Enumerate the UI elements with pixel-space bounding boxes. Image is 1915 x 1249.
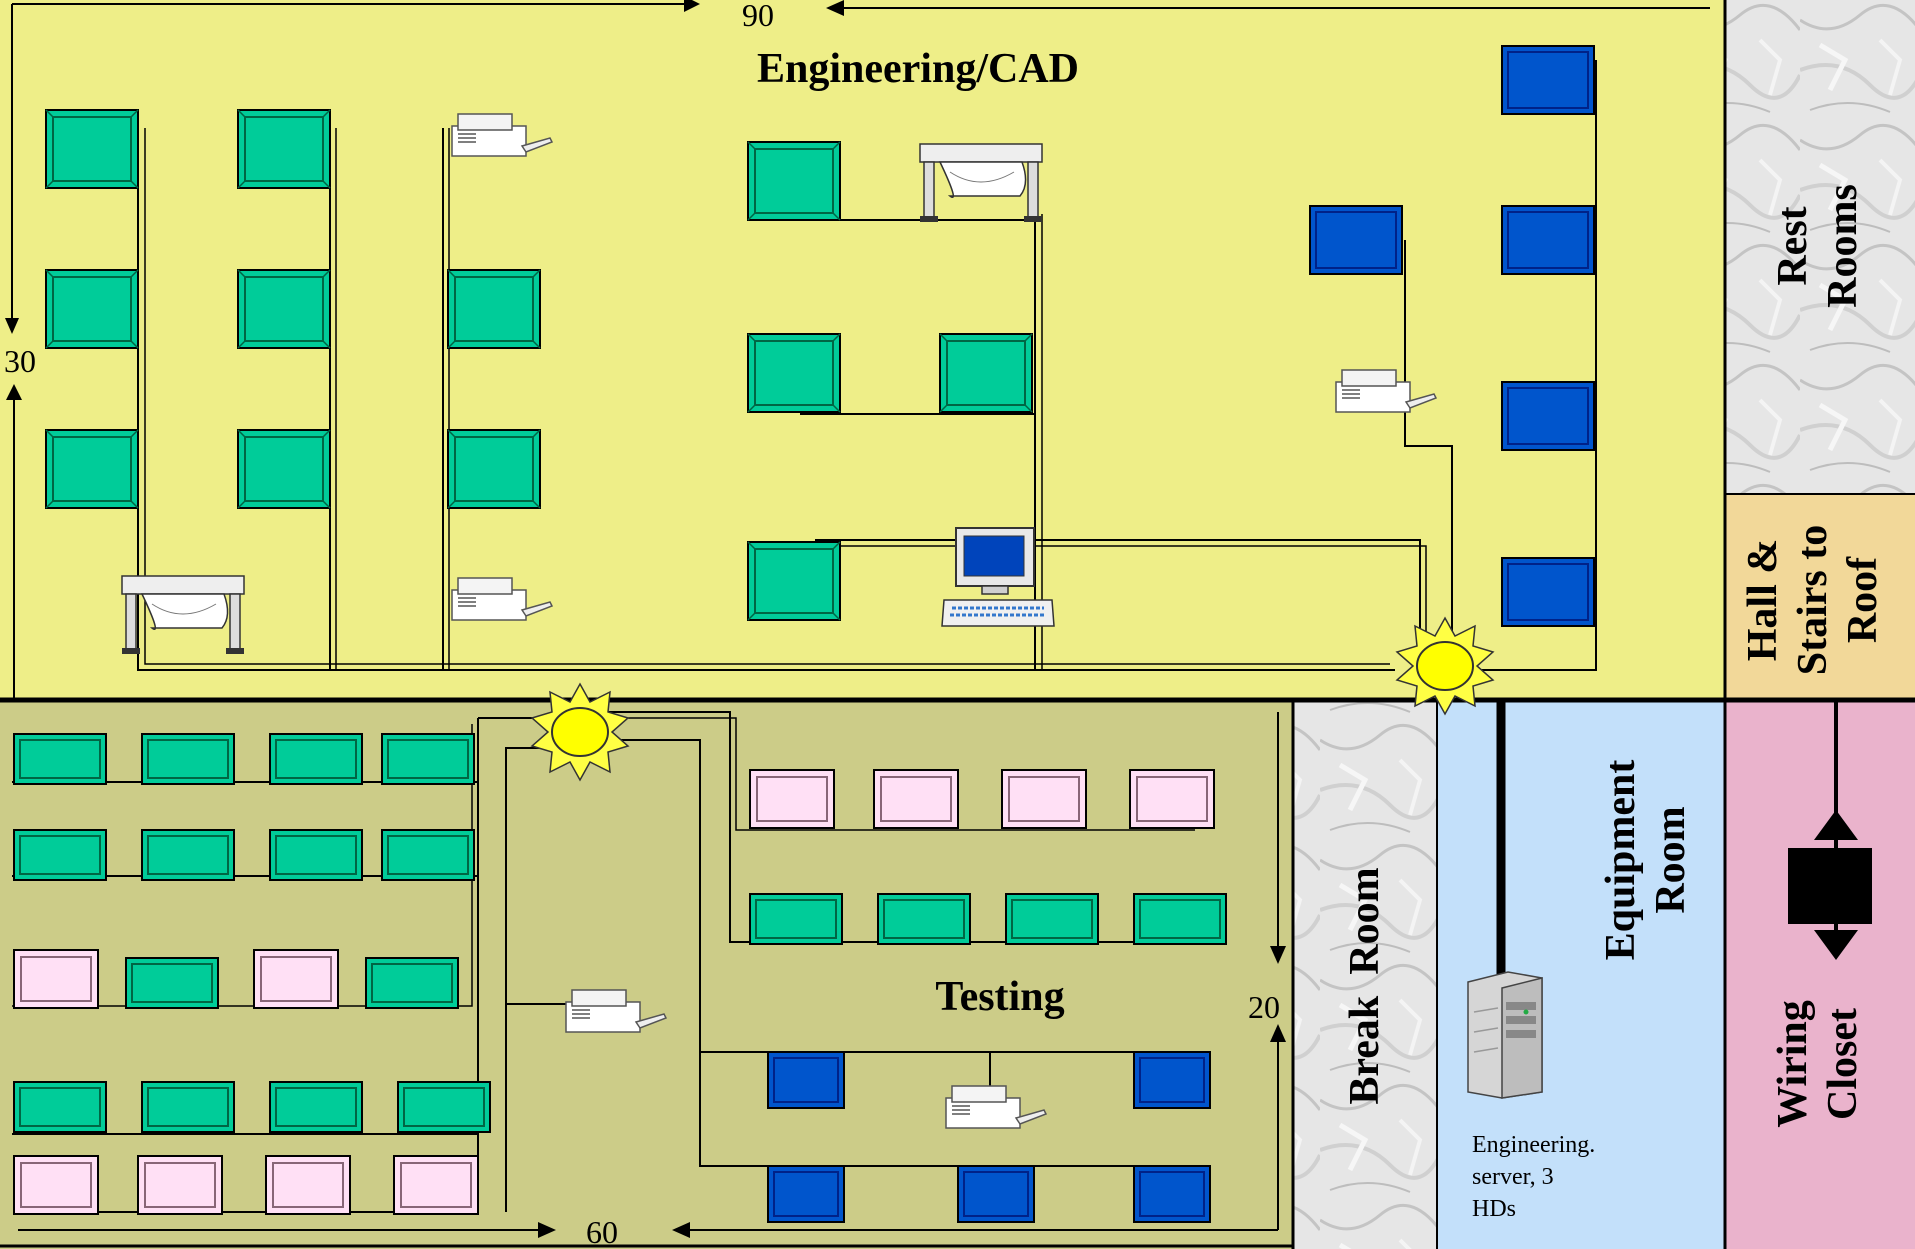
hall-label-line-2: Stairs to <box>1790 525 1836 676</box>
rest-rooms-label-line-1: Rest <box>1770 206 1816 285</box>
hall-area <box>1725 494 1915 700</box>
workstation <box>13 829 107 881</box>
workstation <box>1005 893 1099 945</box>
workstation <box>1501 557 1595 627</box>
workstation <box>957 1165 1035 1223</box>
workstation <box>45 429 139 509</box>
workstation <box>939 333 1033 413</box>
wiring-closet-label-line-1: Wiring <box>1770 1000 1816 1128</box>
workstation <box>767 1165 845 1223</box>
workstation <box>13 733 107 785</box>
workstation <box>1133 1051 1211 1109</box>
workstation <box>749 893 843 945</box>
workstation <box>269 1081 363 1133</box>
server-label-line-3: HDs <box>1472 1196 1516 1222</box>
workstation <box>365 957 459 1009</box>
wiring-closet-area <box>1725 700 1915 1249</box>
wiring-closet-connector-icon <box>1788 700 1872 960</box>
workstation <box>45 109 139 189</box>
workstation <box>747 333 841 413</box>
engineering-title: Engineering/CAD <box>757 46 1079 92</box>
workstation <box>13 1081 107 1133</box>
dimension-right: 20 <box>1248 712 1286 1230</box>
workstation <box>873 769 959 829</box>
computer-icon <box>941 527 1055 627</box>
workstation <box>125 957 219 1009</box>
equipment-room-label-line-1: Equipment <box>1598 760 1644 961</box>
dimension-top-label: 90 <box>742 0 774 33</box>
workstation <box>767 1051 845 1109</box>
break-room-area <box>1293 700 1437 1249</box>
dimension-right-label: 20 <box>1248 989 1280 1025</box>
workstation <box>141 733 235 785</box>
workstation <box>447 429 541 509</box>
workstation <box>141 1081 235 1133</box>
testing-cabling <box>12 700 1220 1213</box>
workstation <box>237 269 331 349</box>
workstation <box>13 1155 99 1215</box>
workstation <box>253 949 339 1009</box>
workstation <box>137 1155 223 1215</box>
workstation <box>237 429 331 509</box>
rest-rooms-label-line-2: Rooms <box>1820 184 1866 308</box>
workstation <box>1309 205 1403 275</box>
workstation <box>381 733 475 785</box>
workstation <box>1501 381 1595 451</box>
workstation <box>1133 893 1227 945</box>
workstation <box>13 949 99 1009</box>
dimension-left: 30 <box>4 4 36 700</box>
workstation <box>877 893 971 945</box>
equipment-room-label-line-2: Room <box>1648 806 1694 913</box>
workstation <box>1501 205 1595 275</box>
workstation <box>1129 769 1215 829</box>
hall-label-line-1: Hall & <box>1740 539 1786 662</box>
hall-label-line-3: Roof <box>1840 556 1886 643</box>
workstation <box>1501 45 1595 115</box>
equipment-room-area <box>1437 700 1725 1249</box>
server-icon <box>1467 971 1543 1099</box>
dimension-left-label: 30 <box>4 343 36 379</box>
server-label-line-2: server, 3 <box>1472 1164 1554 1190</box>
workstation <box>393 1155 479 1215</box>
workstation <box>1001 769 1087 829</box>
workstation <box>381 829 475 881</box>
server-label-line-1: Engineering. <box>1472 1132 1595 1158</box>
workstation <box>747 141 841 221</box>
testing-title: Testing <box>935 974 1064 1020</box>
dimension-bottom: 60 <box>18 1214 1278 1249</box>
dimension-top: 90 <box>12 0 1710 33</box>
workstation <box>237 109 331 189</box>
workstation <box>269 829 363 881</box>
workstation <box>265 1155 351 1215</box>
workstation <box>45 269 139 349</box>
workstation <box>749 769 835 829</box>
workstation <box>747 541 841 621</box>
workstation <box>1133 1165 1211 1223</box>
break-room-label: Break Room <box>1342 867 1388 1104</box>
workstation <box>447 269 541 349</box>
workstation <box>269 733 363 785</box>
dimension-bottom-label: 60 <box>586 1214 618 1249</box>
engineering-area <box>0 0 1725 700</box>
wiring-closet-label-line-2: Closet <box>1820 1008 1866 1120</box>
workstation <box>397 1081 491 1133</box>
workstation <box>141 829 235 881</box>
rest-rooms-area <box>1725 0 1915 494</box>
